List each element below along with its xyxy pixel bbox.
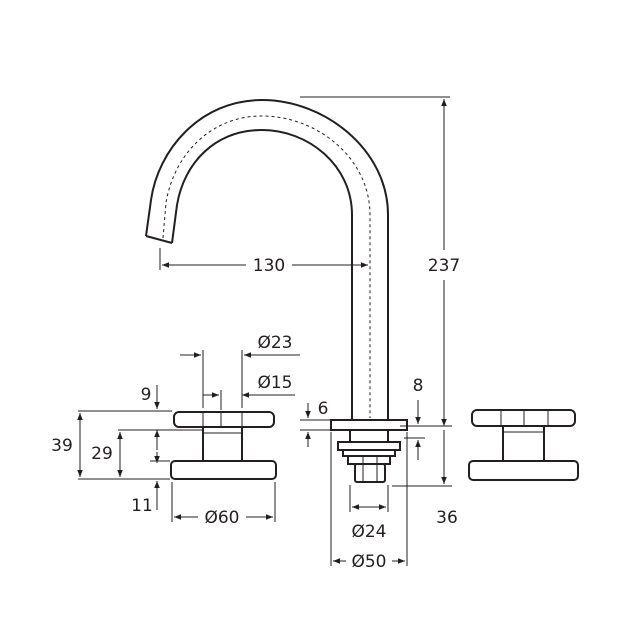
dim-handle-total-height: 39 bbox=[51, 436, 73, 456]
dim-spout-gap: 8 bbox=[413, 376, 424, 396]
dim-handle-body-height: 29 bbox=[91, 444, 113, 464]
dim-spout-reach: 130 bbox=[253, 256, 285, 276]
dim-handle-base-height: 11 bbox=[131, 496, 153, 516]
dim-spout-flange-thickness: 6 bbox=[318, 399, 329, 419]
dim-spout-shank-dia: Ø24 bbox=[351, 522, 386, 542]
dim-handle-cap-height: 9 bbox=[141, 385, 152, 405]
right-handle bbox=[468, 409, 579, 481]
spout bbox=[145, 98, 408, 483]
dim-handle-top-dia: Ø23 bbox=[257, 333, 292, 353]
left-handle bbox=[170, 411, 277, 480]
dimension-lines bbox=[77, 96, 452, 566]
dim-handle-stem-dia: Ø15 bbox=[257, 373, 292, 393]
dim-overall-height: 237 bbox=[428, 256, 460, 276]
dim-handle-base-dia: Ø60 bbox=[204, 508, 239, 528]
dim-spout-below-deck: 36 bbox=[436, 508, 458, 528]
dim-spout-base-dia: Ø50 bbox=[351, 552, 386, 572]
dimension-labels: 130 237 Ø23 Ø15 9 39 29 11 Ø60 6 8 Ø24 Ø… bbox=[51, 256, 460, 572]
